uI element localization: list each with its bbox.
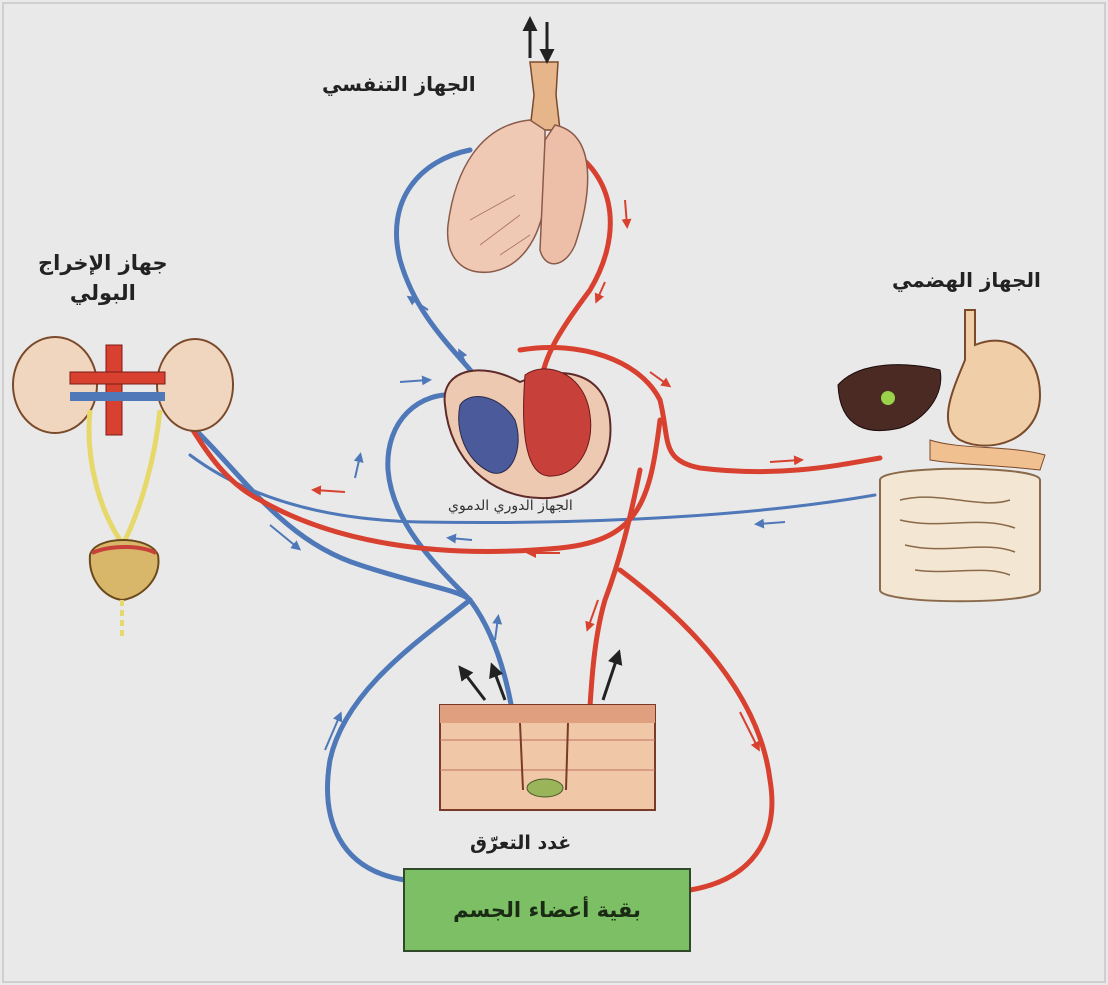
intestines-icon <box>880 469 1040 602</box>
rest-of-body-box: بقية أعضاء الجسم <box>403 868 691 952</box>
rest-of-body-label: بقية أعضاء الجسم <box>453 898 641 922</box>
label-urinary-system: جهاز الإخراج البولي <box>38 248 168 308</box>
label-sweat-glands: غدد التعرّق <box>470 832 571 854</box>
label-respiratory-system: الجهاز التنفسي <box>322 72 476 96</box>
label-urinary-line2: البولي <box>38 278 168 308</box>
label-circulatory-system: الجهاز الدوري الدموي <box>448 498 573 514</box>
bladder-icon <box>90 540 159 640</box>
label-urinary-line1: جهاز الإخراج <box>38 248 168 278</box>
skin-section-icon <box>440 705 655 810</box>
heart-icon <box>445 369 611 498</box>
exchange-arrows-icon <box>530 22 547 58</box>
stomach-liver-icon <box>838 310 1045 470</box>
label-digestive-system: الجهاز الهضمي <box>892 268 1041 292</box>
